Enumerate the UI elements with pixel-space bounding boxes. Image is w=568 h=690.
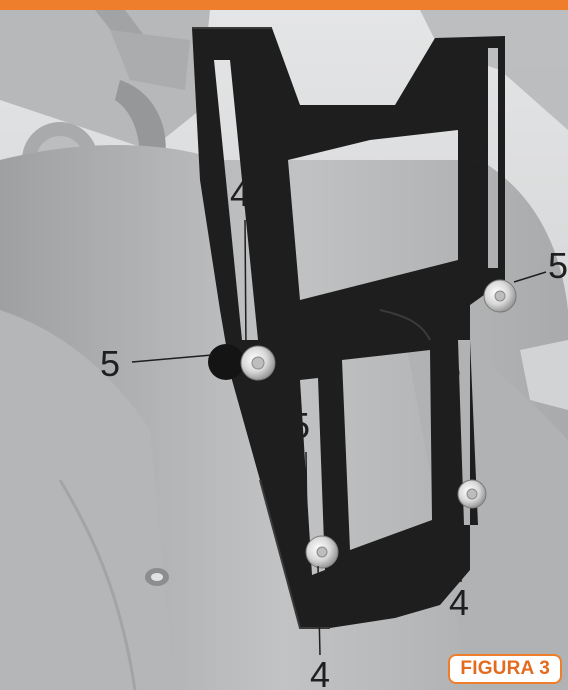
leader-line-4-left [244,219,247,351]
leader-line-5-right [513,271,547,283]
leader-line-5-lower-right [454,394,457,483]
leader-line-4-bottom [317,565,321,656]
callout-5-middle: 5 [290,405,311,446]
callout-4-left: 4 [230,173,251,214]
callout-5-lower-right: 5 [441,348,462,389]
installation-photo: 4 4 5 5 5 5 4 4 FIGURA 3 [0,10,568,690]
leader-line-5-left [131,354,213,363]
header-accent-bar [0,0,568,10]
callout-5-left: 5 [100,343,121,384]
leader-lines [131,181,547,656]
leader-line-4-lower-right [460,505,463,583]
callout-4-right: 4 [468,135,489,176]
fasteners [208,279,517,569]
figure-label: FIGURA 3 [448,654,562,684]
callout-4-lower-right: 4 [449,582,470,623]
leader-line-4-right [484,181,487,283]
leader-line-5-middle [305,451,308,541]
photo-illustration [0,10,568,690]
callout-5-right: 5 [548,245,568,286]
callout-4-bottom: 4 [310,654,331,690]
